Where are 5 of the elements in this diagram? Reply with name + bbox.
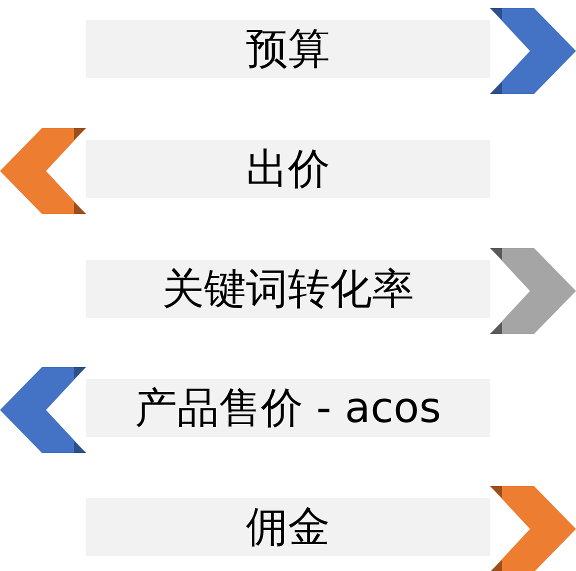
band-label: 预算: [246, 23, 330, 75]
band-label: 关键词转化率: [162, 263, 414, 315]
band-label: 产品售价 - acos: [134, 382, 442, 434]
band-label: 出价: [246, 143, 330, 195]
band-label: 佣金: [246, 501, 330, 553]
